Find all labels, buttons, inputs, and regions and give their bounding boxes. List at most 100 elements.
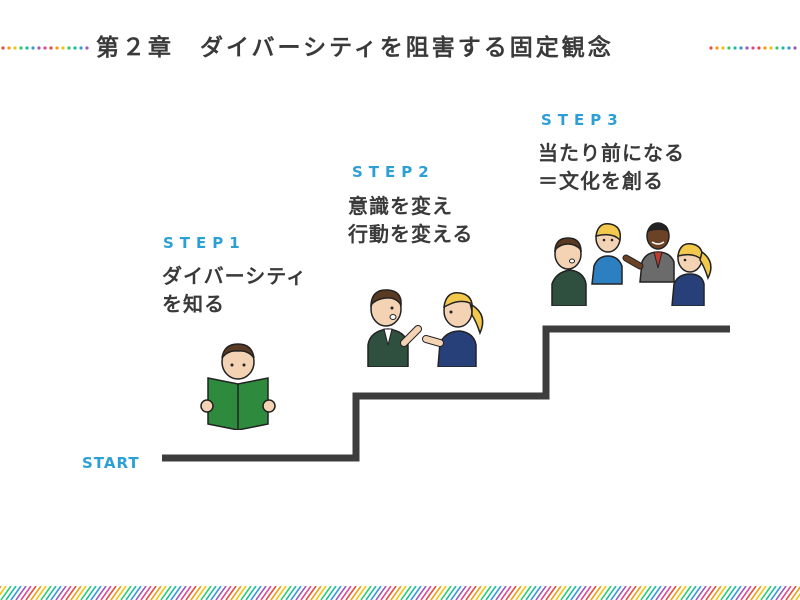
decorative-stripe: [145, 586, 157, 600]
decorative-dot: [727, 46, 731, 50]
step2-label: STEP2: [352, 163, 435, 181]
decorative-stripe: [550, 586, 562, 600]
decorative-dot: [775, 46, 779, 50]
decorative-stripe: [20, 586, 32, 600]
decorative-stripe: [790, 586, 800, 600]
decorative-stripe: [200, 586, 212, 600]
decorative-stripe: [520, 586, 532, 600]
decorative-stripe: [245, 586, 257, 600]
decorative-stripe: [175, 586, 187, 600]
decorative-stripe: [460, 586, 472, 600]
page-title: 第２章 ダイバーシティを阻害する固定観念: [96, 35, 614, 61]
decorative-stripe: [630, 586, 642, 600]
step2-line2: 行動を変える: [348, 222, 474, 246]
decorative-stripe: [475, 586, 487, 600]
decorative-dot: [769, 46, 773, 50]
decorative-stripe: [640, 586, 652, 600]
decorative-stripe: [420, 586, 432, 600]
decorative-dot: [781, 46, 785, 50]
decorative-stripe: [0, 586, 7, 596]
staircase-line: [162, 325, 730, 462]
decorative-stripe: [560, 586, 572, 600]
decorative-stripe: [50, 586, 62, 600]
decorative-stripe: [55, 586, 67, 600]
decorative-stripe: [160, 586, 172, 600]
decorative-stripe: [725, 586, 737, 600]
decorative-stripe: [65, 586, 77, 600]
decorative-stripe: [265, 586, 277, 600]
decorative-stripe: [150, 586, 162, 600]
decorative-stripe: [665, 586, 677, 600]
decorative-stripe: [290, 586, 302, 600]
decorative-stripe: [75, 586, 87, 600]
decorative-stripe: [305, 586, 317, 600]
step3-label: STEP3: [541, 111, 624, 129]
decorative-stripe: [270, 586, 282, 600]
decorative-stripe: [785, 586, 797, 600]
decorative-dot: [751, 46, 755, 50]
decorative-stripe: [740, 586, 752, 600]
decorative-stripe: [170, 586, 182, 600]
decorative-stripe: [585, 586, 597, 600]
decorative-stripe: [195, 586, 207, 600]
decorative-stripe: [435, 586, 447, 600]
decorative-stripe: [100, 586, 112, 600]
step2-line1: 意識を変え: [348, 194, 453, 218]
decorative-dot: [25, 46, 29, 50]
decorative-dot: [37, 46, 41, 50]
decorative-stripe: [505, 586, 517, 600]
decorative-stripe: [80, 586, 92, 600]
decorative-stripe: [595, 586, 607, 600]
decorative-dots-right: [709, 46, 797, 50]
decorative-stripe: [690, 586, 702, 600]
decorative-stripe: [695, 586, 707, 600]
decorative-stripe: [320, 586, 332, 600]
decorative-stripe: [530, 586, 542, 600]
decorative-stripe: [765, 586, 777, 600]
decorative-stripe: [655, 586, 667, 600]
decorative-stripe: [485, 586, 497, 600]
decorative-stripe: [345, 586, 357, 600]
decorative-stripe: [430, 586, 442, 600]
step1-line2: を知る: [162, 292, 225, 316]
decorative-stripe: [85, 586, 97, 600]
step3-line2: ＝文化を創る: [538, 169, 664, 193]
step2-text: 意識を変え 行動を変える: [348, 192, 473, 248]
decorative-stripe: [30, 586, 42, 600]
decorative-dot: [13, 46, 17, 50]
decorative-stripe: [220, 586, 232, 600]
decorative-dot: [55, 46, 59, 50]
decorative-stripe: [260, 586, 272, 600]
decorative-stripe: [60, 586, 72, 600]
decorative-stripe: [10, 586, 22, 600]
decorative-stripe: [95, 586, 107, 600]
decorative-stripe: [775, 586, 787, 600]
decorative-stripe: [335, 586, 347, 600]
step1-text: ダイバーシティ を知る: [162, 262, 307, 318]
decorative-dot: [763, 46, 767, 50]
decorative-stripe: [400, 586, 412, 600]
decorative-stripe: [285, 586, 297, 600]
decorative-stripe: [415, 586, 427, 600]
decorative-dot: [49, 46, 53, 50]
decorative-stripe: [760, 586, 772, 600]
decorative-stripe: [480, 586, 492, 600]
decorative-stripe: [720, 586, 732, 600]
decorative-stripe: [70, 586, 82, 600]
decorative-stripe: [140, 586, 152, 600]
decorative-stripe: [300, 586, 312, 600]
decorative-stripe: [350, 586, 362, 600]
decorative-stripe: [405, 586, 417, 600]
decorative-stripe: [385, 586, 397, 600]
decorative-stripe: [90, 586, 102, 600]
decorative-stripe: [35, 586, 47, 600]
decorative-stripe: [225, 586, 237, 600]
decorative-dot: [757, 46, 761, 50]
decorative-stripe: [455, 586, 467, 600]
decorative-dot: [745, 46, 749, 50]
decorative-stripe: [360, 586, 372, 600]
decorative-stripe: [510, 586, 522, 600]
decorative-stripe: [635, 586, 647, 600]
decorative-stripe: [675, 586, 687, 600]
